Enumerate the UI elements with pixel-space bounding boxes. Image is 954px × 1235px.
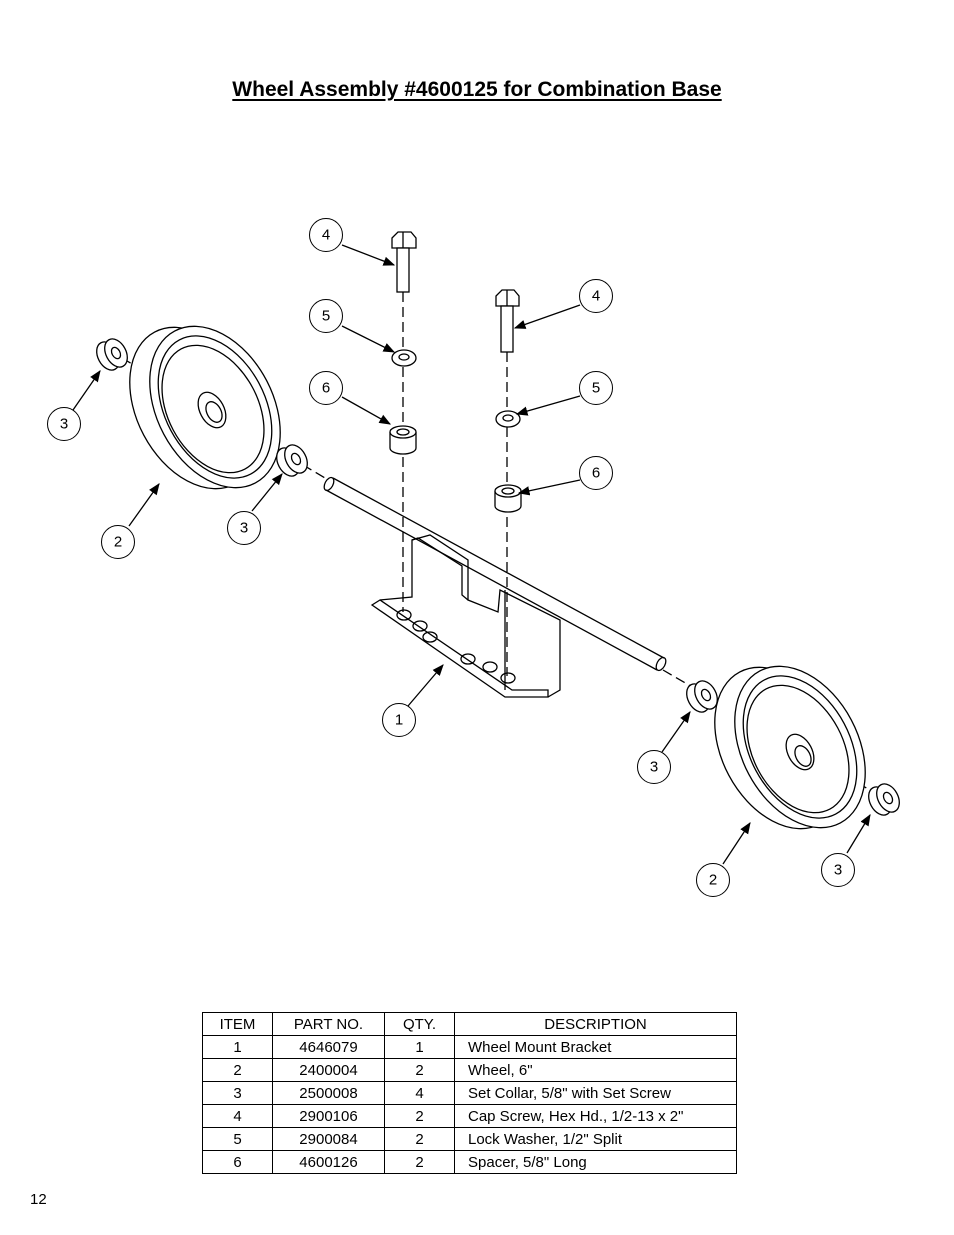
- set-collar-top-left: [96, 338, 128, 371]
- cell-item: 4: [202, 1104, 273, 1128]
- table-row: 4 2900106 2 Cap Screw, Hex Hd., 1/2-13 x…: [202, 1104, 737, 1128]
- table-row: 3 2500008 4 Set Collar, 5/8" with Set Sc…: [202, 1081, 737, 1105]
- callout-washer-right: 5: [592, 380, 600, 397]
- cell-description: Wheel Mount Bracket: [454, 1035, 737, 1059]
- header-item: ITEM: [202, 1012, 273, 1036]
- cell-description: Lock Washer, 1/2" Split: [454, 1127, 737, 1151]
- page-number: 12: [30, 1191, 47, 1208]
- parts-table-header: ITEM PART NO. QTY. DESCRIPTION: [202, 1012, 737, 1036]
- cell-part-no: 4600126: [272, 1150, 385, 1174]
- callout-circle-collar-top-left: [47, 407, 81, 441]
- callout-wheel-left: 2: [114, 534, 122, 551]
- cell-qty: 1: [384, 1035, 455, 1059]
- cell-description: Spacer, 5/8" Long: [454, 1150, 737, 1174]
- callout-circle-collar-right-inner: [637, 750, 671, 784]
- table-row: 2 2400004 2 Wheel, 6": [202, 1058, 737, 1082]
- callout-circle-washer-left: [309, 299, 343, 333]
- cell-part-no: 2900106: [272, 1104, 385, 1128]
- callout-collar-top-left: 3: [60, 416, 68, 433]
- leader-lines: [72, 244, 871, 865]
- callout-collar-right-outer: 3: [834, 862, 842, 879]
- callout-circle-bolt-left: [309, 218, 343, 252]
- table-row: 1 4646079 1 Wheel Mount Bracket: [202, 1035, 737, 1059]
- cell-item: 6: [202, 1150, 273, 1174]
- header-description: DESCRIPTION: [454, 1012, 737, 1036]
- parts-table: ITEM PART NO. QTY. DESCRIPTION 1 4646079…: [202, 1012, 737, 1174]
- set-collar-mid-left: [276, 444, 308, 477]
- callout-bolt-right: 4: [592, 288, 600, 305]
- callout-circle-bracket: [382, 703, 416, 737]
- wheel-mount-bracket: [370, 534, 561, 698]
- page-title: Wheel Assembly #4600125 for Combination …: [0, 78, 954, 102]
- cap-screw-left: [391, 231, 417, 293]
- exploded-assembly-diagram: 4 5 6 4 5 6 3 3 2 1 3 2 3: [47, 218, 900, 897]
- cell-qty: 2: [384, 1058, 455, 1082]
- cell-description: Wheel, 6": [454, 1058, 737, 1082]
- set-collar-right-inner: [686, 680, 718, 713]
- callout-circle-spacer-right: [579, 456, 613, 490]
- cell-part-no: 2500008: [272, 1081, 385, 1105]
- axle-shaft: [323, 476, 667, 672]
- cell-part-no: 2400004: [272, 1058, 385, 1082]
- cell-qty: 2: [384, 1104, 455, 1128]
- lock-washer-left: [391, 349, 417, 367]
- cell-description: Set Collar, 5/8" with Set Screw: [454, 1081, 737, 1105]
- callout-circle-washer-right: [579, 371, 613, 405]
- callout-collar-mid-left: 3: [240, 520, 248, 537]
- cell-item: 5: [202, 1127, 273, 1151]
- callout-circle-wheel-right: [696, 863, 730, 897]
- cell-qty: 4: [384, 1081, 455, 1105]
- callout-spacer-right: 6: [592, 465, 600, 482]
- table-row: 5 2900084 2 Lock Washer, 1/2" Split: [202, 1127, 737, 1151]
- cell-part-no: 2900084: [272, 1127, 385, 1151]
- page-title-text: Wheel Assembly #4600125 for Combination …: [232, 78, 722, 101]
- spacer-left: [389, 425, 417, 455]
- cell-qty: 2: [384, 1150, 455, 1174]
- header-qty: QTY.: [384, 1012, 455, 1036]
- callout-bracket: 1: [395, 712, 403, 729]
- lock-washer-right: [495, 410, 521, 428]
- callout-circle-spacer-left: [309, 371, 343, 405]
- cell-item: 3: [202, 1081, 273, 1105]
- header-part-no: PART NO.: [272, 1012, 385, 1036]
- cell-item: 1: [202, 1035, 273, 1059]
- callout-circle-wheel-left: [101, 525, 135, 559]
- cap-screw-right: [495, 289, 520, 353]
- cell-part-no: 4646079: [272, 1035, 385, 1059]
- callout-spacer-left: 6: [322, 380, 330, 397]
- set-collar-right-outer: [868, 783, 900, 816]
- cell-description: Cap Screw, Hex Hd., 1/2-13 x 2": [454, 1104, 737, 1128]
- spacer-right: [494, 484, 522, 513]
- callout-bolt-left: 4: [322, 227, 330, 244]
- cell-qty: 2: [384, 1127, 455, 1151]
- wheel-right: [714, 665, 866, 830]
- callout-wheel-right: 2: [709, 872, 717, 889]
- callout-collar-right-inner: 3: [650, 759, 658, 776]
- wheel-left: [129, 325, 281, 490]
- callout-circle-bolt-right: [579, 279, 613, 313]
- callout-washer-left: 5: [322, 308, 330, 325]
- callout-circle-collar-right-outer: [821, 853, 855, 887]
- cell-item: 2: [202, 1058, 273, 1082]
- callout-circle-collar-mid-left: [227, 511, 261, 545]
- table-row: 6 4600126 2 Spacer, 5/8" Long: [202, 1150, 737, 1174]
